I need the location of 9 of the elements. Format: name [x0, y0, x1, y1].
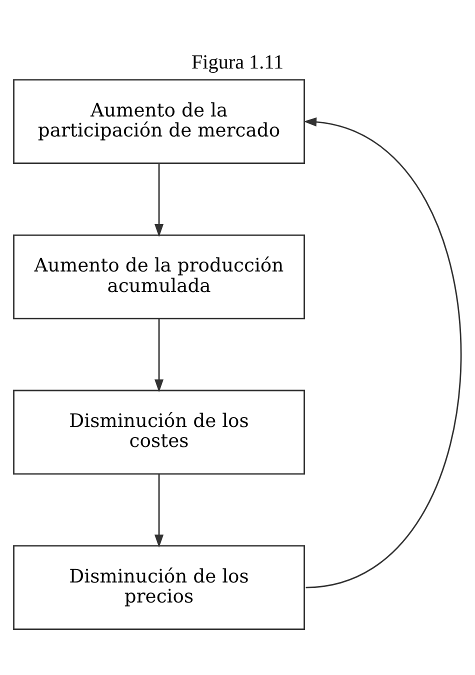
node-box: Disminución de los costes [13, 389, 306, 474]
arrow [304, 116, 462, 588]
arrow [154, 318, 164, 392]
node-box: Aumento de la participación de mercado [13, 78, 306, 164]
node-box: Disminución de los precios [13, 544, 306, 630]
diagram-title: Figura 1.11 [191, 51, 284, 74]
arrow [154, 162, 164, 236]
arrow [154, 474, 164, 548]
node-box: Aumento de la producción acumulada [13, 234, 306, 319]
